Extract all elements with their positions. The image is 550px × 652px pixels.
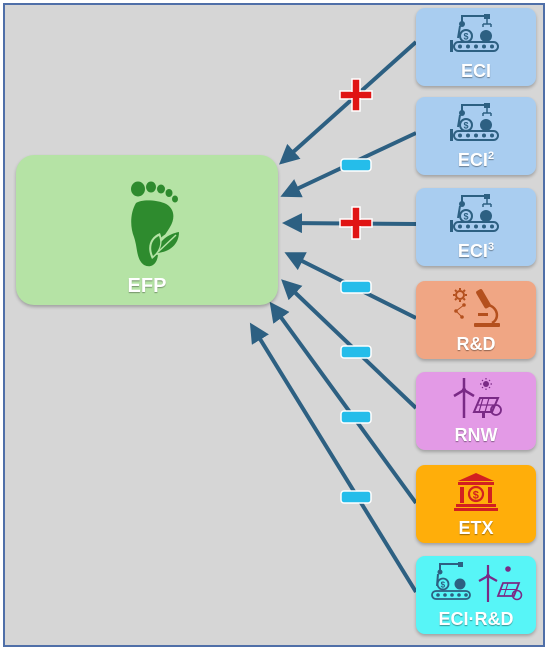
node-rnw-label: RNW <box>454 425 498 445</box>
node-etx-label: ETX <box>458 518 494 538</box>
node-eci-rd-label: ECI·R&D <box>438 609 514 629</box>
node-rd-label: R&D <box>456 334 496 354</box>
node-eci-label: ECI <box>460 61 491 81</box>
industry-robot-icon: $ <box>450 103 499 141</box>
minus-sign-eci2 <box>340 158 372 172</box>
minus-sign-etx <box>340 410 372 424</box>
efp-node: EFP <box>16 155 278 305</box>
node-eci: $ ECI <box>416 8 536 86</box>
svg-text:$: $ <box>464 121 469 131</box>
arrow-etx-to-efp <box>269 301 418 505</box>
minus-sign-rnw <box>340 345 372 359</box>
node-eci-cubed: $ ECI3 <box>416 188 536 266</box>
node-rd: R&D <box>416 281 536 359</box>
microscope-gear-icon <box>453 288 500 327</box>
arrow-eci-rd-to-efp <box>249 322 418 594</box>
node-eci-squared: $ ECI2 <box>416 97 536 175</box>
node-etx: $ ETX <box>416 465 536 543</box>
wind-solar-icon <box>453 378 502 418</box>
minus-sign-rd <box>340 280 372 294</box>
footprint-leaf-icon <box>131 181 182 267</box>
svg-text:$: $ <box>441 580 446 589</box>
arrow-eci-to-efp <box>279 40 418 165</box>
svg-text:$: $ <box>464 32 469 42</box>
node-eci-cubed-label: ECI3 <box>457 241 495 261</box>
efp-label: EFP <box>127 275 167 297</box>
industry-robot-icon: $ <box>450 14 499 52</box>
arrow-rnw-to-efp <box>281 279 418 410</box>
node-eci-rd: $ ECI·R&D <box>416 556 536 634</box>
plus-sign-eci <box>339 78 373 112</box>
svg-text:$: $ <box>464 212 469 222</box>
node-rnw: RNW <box>416 372 536 450</box>
bank-tax-icon: $ <box>454 473 498 511</box>
industry-robot-icon: $ <box>450 194 499 232</box>
svg-text:$: $ <box>473 490 479 502</box>
minus-sign-eci-rd <box>340 490 372 504</box>
industry-and-energy-icon: $ <box>431 562 523 602</box>
plus-sign-eci3 <box>339 206 373 240</box>
node-eci-squared-label: ECI2 <box>457 150 495 170</box>
